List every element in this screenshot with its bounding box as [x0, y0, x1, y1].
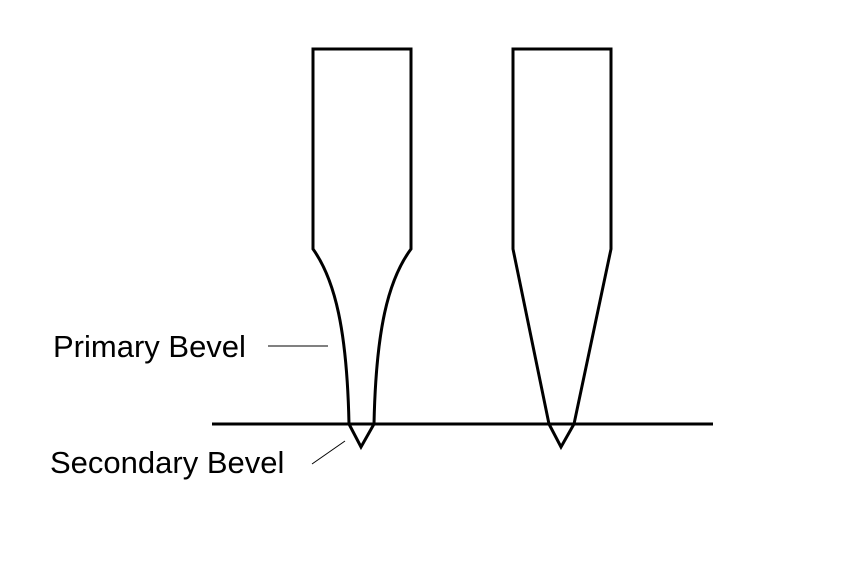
right-blade-outline — [511, 47, 613, 426]
secondary-bevel-label: Secondary Bevel — [50, 445, 285, 480]
primary-bevel-label: Primary Bevel — [53, 329, 246, 364]
right-secondary-bevel — [547, 423, 576, 451]
left-blade-outline — [311, 47, 413, 426]
left-secondary-bevel — [347, 423, 376, 451]
secondary-bevel-leader — [311, 440, 346, 465]
